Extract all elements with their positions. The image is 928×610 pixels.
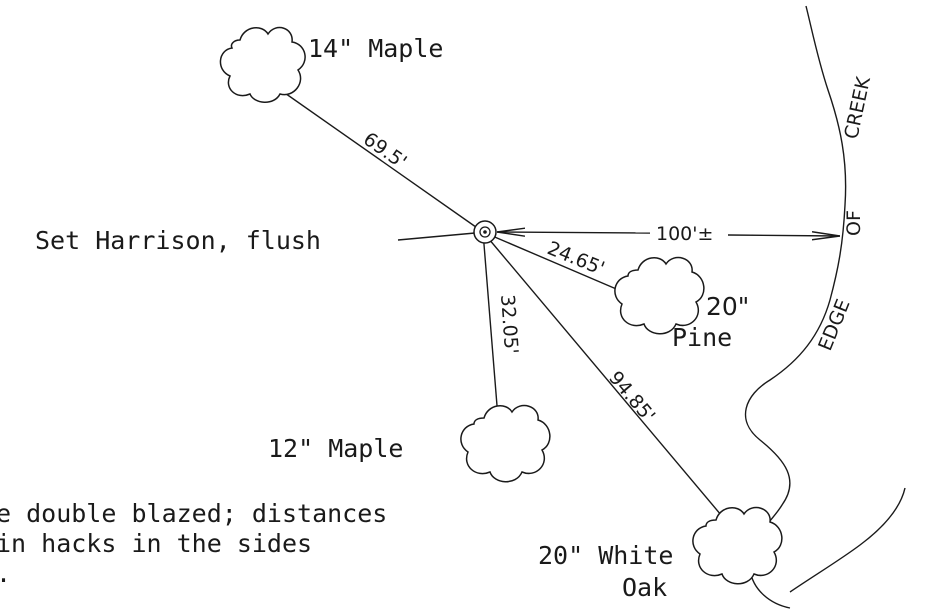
monument-inner-icon xyxy=(479,226,491,238)
label-white-oak-size: 20" White xyxy=(538,541,673,570)
distance-maple-14: 69.5' xyxy=(359,128,411,173)
tie-line-pine-20 xyxy=(482,231,629,295)
note-line-2: in hacks in the sides xyxy=(0,529,312,558)
tie-line-maple-12 xyxy=(482,231,499,419)
label-white-oak-name: Oak xyxy=(622,573,667,602)
tie-line-maple-14 xyxy=(271,83,484,233)
distance-white-oak: 94.85' xyxy=(604,367,659,427)
label-pine-20-name: Pine xyxy=(672,323,732,352)
distance-pine-20: 24.65' xyxy=(544,237,608,280)
tree-pine-20-icon xyxy=(614,256,705,335)
monument-center-icon xyxy=(483,230,487,234)
creek-dimension-left xyxy=(497,232,651,233)
note-line-1: e double blazed; distances xyxy=(0,499,387,528)
distance-maple-12: 32.05' xyxy=(496,294,522,355)
label-monument: Set Harrison, flush xyxy=(35,226,321,255)
label-maple-14: 14" Maple xyxy=(308,34,443,63)
tree-white-oak-icon xyxy=(692,506,783,585)
label-pine-20-size: 20" xyxy=(706,292,749,321)
distance-creek: 100'± xyxy=(656,223,713,245)
label-maple-12: 12" Maple xyxy=(268,434,403,463)
creek-label-of: OF xyxy=(843,210,865,236)
creek-label-creek: CREEK xyxy=(840,74,875,141)
tree-maple-14-icon xyxy=(219,26,306,103)
leader-line xyxy=(397,232,476,241)
creek-dimension-right xyxy=(727,235,840,236)
creek-edge-line-lower xyxy=(789,487,906,593)
tree-maple-12-icon xyxy=(460,404,551,483)
note-line-3: . xyxy=(0,559,11,588)
tie-line-white-oak xyxy=(482,231,733,529)
